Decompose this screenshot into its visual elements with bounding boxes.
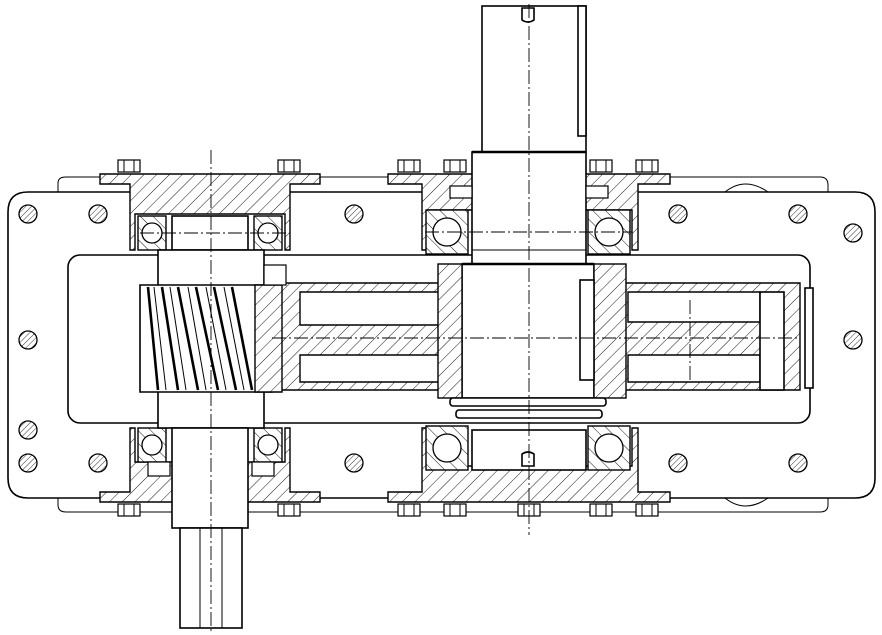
worm-hub-cut — [254, 284, 283, 393]
bolt-hole — [843, 330, 863, 350]
bolt-hole — [788, 453, 808, 473]
cap-screw — [117, 159, 141, 173]
bolt-hole — [843, 223, 863, 243]
bearing-bottom-right-b — [587, 425, 631, 471]
bolt-hole — [788, 204, 808, 224]
output-shaft-key — [577, 5, 587, 137]
bolt-hole — [18, 420, 38, 440]
bolt-hole — [18, 204, 38, 224]
input-worm-shaft — [139, 215, 287, 629]
center-lines — [140, 4, 800, 632]
output-hub-spacer — [579, 279, 595, 381]
output-top-seal-right — [585, 185, 609, 199]
bearing-bottom-right-a — [425, 425, 469, 471]
bolt-hole — [18, 330, 38, 350]
top-left-bearing-housing — [99, 173, 321, 251]
bolt-hole — [88, 204, 108, 224]
output-hub-left-wall — [437, 263, 463, 399]
cap-screw — [635, 503, 659, 517]
housing-right-boss — [724, 183, 769, 507]
output-shaft — [437, 5, 627, 471]
cap-screw — [443, 503, 467, 517]
cap-screw — [635, 159, 659, 173]
cap-screws-top — [117, 159, 659, 173]
bolt-hole — [344, 453, 364, 473]
output-shaft-hub — [461, 263, 595, 399]
cap-screw — [589, 159, 613, 173]
output-shaft-top-stub — [481, 5, 587, 153]
seal-ring-left-top — [263, 264, 287, 286]
retaining-ring-a — [449, 397, 607, 407]
cap-screw — [117, 503, 141, 517]
bolt-hole — [88, 453, 108, 473]
output-shaft-bottom-key-seat — [521, 451, 535, 467]
bearing-bottom-left-b — [253, 427, 283, 463]
output-shaft-key-seat — [521, 7, 535, 23]
worm-wheel-rim-right — [759, 291, 785, 391]
seal-ring-left-bottom — [147, 461, 171, 477]
output-hub-right-wall — [593, 263, 627, 399]
bolt-hole — [344, 204, 364, 224]
cap-screw — [397, 503, 421, 517]
cap-screw — [443, 159, 467, 173]
seal-ring-left-bottom-b — [251, 461, 275, 477]
bearing-bottom-left-a — [137, 427, 167, 463]
bottom-right-bearing-housing — [387, 427, 671, 503]
bolt-hole — [668, 204, 688, 224]
cap-screw — [397, 159, 421, 173]
right-end-cap — [804, 287, 814, 389]
worm-teeth — [146, 286, 254, 391]
bearings — [137, 209, 631, 471]
bolt-hole — [668, 453, 688, 473]
flange-bolt-holes — [18, 204, 863, 473]
cap-screw — [277, 159, 301, 173]
cap-screw — [277, 503, 301, 517]
worm-shaft-bottom-collar — [171, 427, 249, 529]
cap-screw — [589, 503, 613, 517]
bolt-hole — [18, 453, 38, 473]
output-top-seal-left — [449, 185, 473, 199]
